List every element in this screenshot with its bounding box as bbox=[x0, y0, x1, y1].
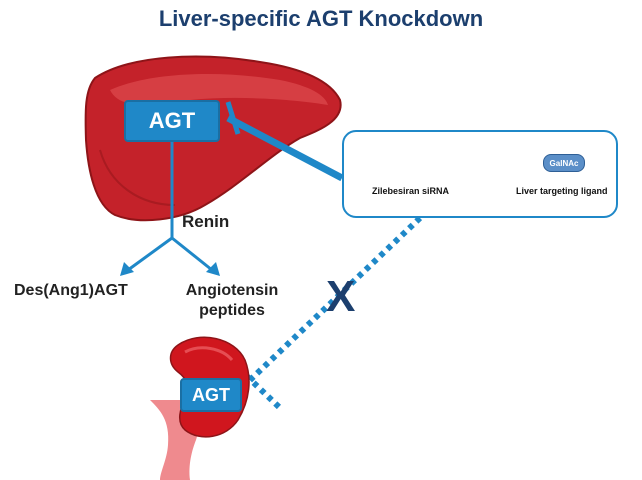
sirna-panel bbox=[342, 130, 618, 218]
sirna-binding-line bbox=[226, 114, 344, 182]
renin-label: Renin bbox=[182, 212, 230, 231]
arrowhead-right bbox=[206, 262, 220, 276]
ligand-label: Liver targeting ligand bbox=[516, 186, 608, 196]
arrowhead-left bbox=[120, 262, 134, 276]
angiotensin-label-line1: Angiotensin bbox=[185, 282, 279, 299]
zilebesiran-label: Zilebesiran siRNA bbox=[372, 186, 450, 196]
kidney-agt-box: AGT bbox=[180, 378, 242, 412]
liver-agt-box: AGT bbox=[124, 100, 220, 142]
des-ang1-agt-label: Des(Ang1)AGT bbox=[14, 282, 128, 299]
liver-agt-label: AGT bbox=[148, 108, 196, 133]
blocked-x-mark: X bbox=[326, 272, 356, 321]
galnac-label: GalNAc bbox=[549, 158, 579, 168]
page-title: Liver-specific AGT Knockdown bbox=[158, 6, 484, 31]
angiotensin-label-line2: peptides bbox=[199, 302, 265, 319]
galnac-ligand: GalNAc bbox=[543, 154, 585, 172]
sirna-binding-tick bbox=[225, 101, 241, 135]
kidney-agt-label: AGT bbox=[192, 384, 230, 405]
renin-pathway-arrows bbox=[127, 142, 213, 272]
